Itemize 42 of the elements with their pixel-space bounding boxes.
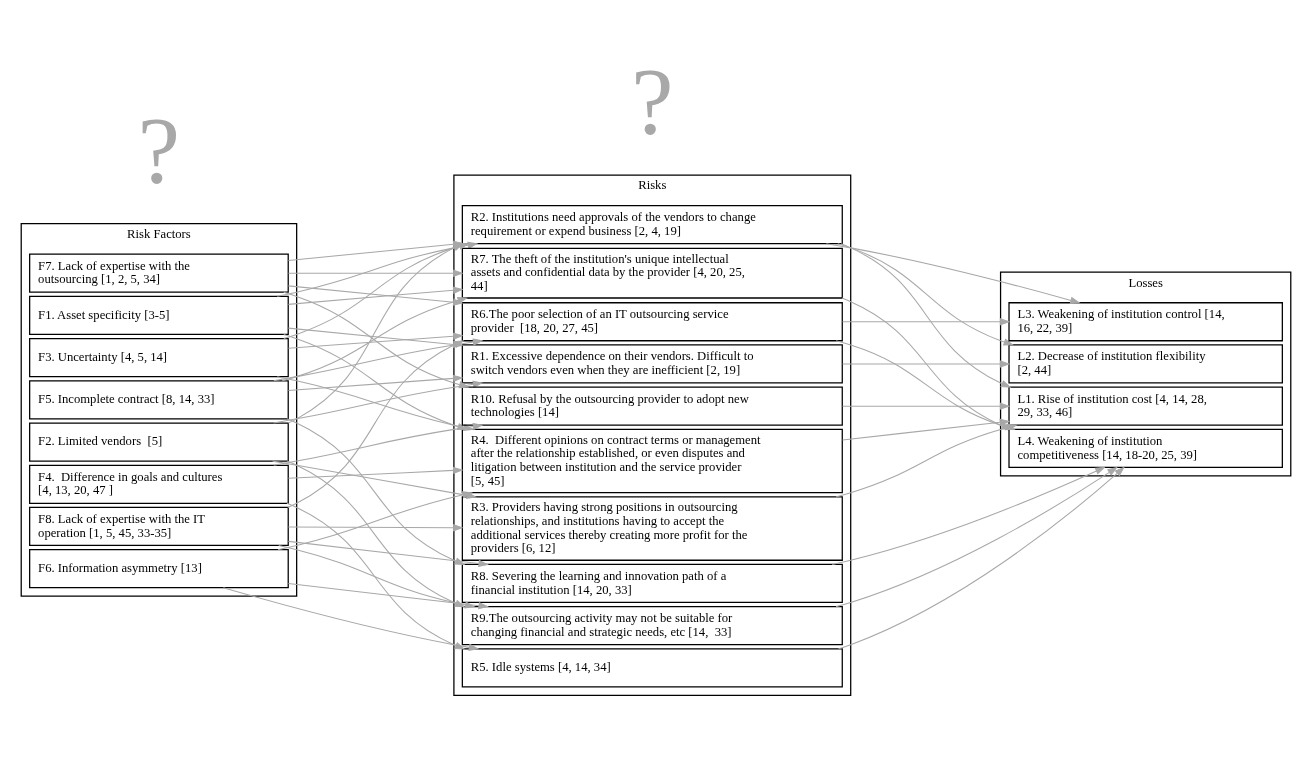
arrow [287, 269, 464, 277]
node-box: R9.The outsourcing activity may not be suitable for changing financial and strategic needs, etc [14, 33] [461, 606, 843, 646]
arrow [287, 466, 464, 479]
node-box: F8. Lack of expertise with the IT operation [1, 5, 45, 33-35] [29, 506, 289, 547]
node-box: F6. Information asymmetry [13] [29, 549, 289, 589]
node-box: R5. Idle systems [4, 14, 34] [461, 648, 843, 688]
arrow [825, 243, 1081, 304]
arrow [831, 466, 1106, 565]
node-box: L2. Decrease of institution flexibility [2, 44] [1008, 344, 1283, 384]
arrow [837, 466, 1125, 650]
node-box: L4. Weakening of institution competitiveness [14, 18-20, 25, 39] [1008, 428, 1283, 468]
arrow [842, 318, 1011, 326]
node-box: R6.The poor selection of an IT outsourcing service provider [18, 20, 27, 45] [461, 302, 843, 342]
node-box: R2. Institutions need approvals of the vendors to change requirement or expend business [2, 4, 19] [461, 205, 843, 245]
node-box: R7. The theft of the institution's unique intellectual assets and confidential data by the provider [4, 20, 25, 44] [461, 247, 843, 299]
node-box: R1. Excessive dependence on their vendors. Difficult to switch vendors even when they are inefficient [2, 19] [461, 344, 843, 384]
node-box: F4. Difference in goals and cultures [4, 13, 20, 47 ] [29, 464, 289, 504]
node-box: F5. Incomplete contract [8, 14, 33] [29, 380, 289, 420]
arrow [842, 402, 1011, 410]
node-box: F1. Asset specificity [3-5] [29, 295, 289, 336]
arrow [287, 374, 464, 391]
node-box: R4. Different opinions on contract terms or management after the relationship established, or even disputes and litigation between institution and the service provider [5, 45] [461, 428, 843, 494]
arrow [835, 466, 1118, 608]
node-box: R8. Severing the learning and innovation path of a financial institution [14, 20, 33] [461, 563, 843, 604]
arrow [273, 380, 484, 424]
node-box: R3. Providers having strong positions in outsourcing relationships, and institutions having to accept the additional services thereby creating more profit for the providers [6, 12] [461, 496, 843, 561]
label: ? [137, 97, 181, 204]
node-box: F7. Lack of expertise with the outsourcing [1, 2, 5, 34] [29, 253, 289, 293]
arrow [287, 540, 489, 568]
node-box: R10. Refusal by the outsourcing provider to adopt new technologies [14] [461, 386, 843, 426]
node-box: L1. Rise of institution cost [4, 14, 28, 29, 33, 46] [1008, 386, 1283, 426]
arrow [840, 243, 1012, 388]
arrow [287, 524, 464, 532]
arrow [842, 360, 1011, 368]
arrow [841, 297, 1012, 430]
arrow [277, 491, 473, 551]
label: ? [631, 49, 674, 156]
node-box: F3. Uncertainty [4, 5, 14] [29, 338, 289, 378]
arrow [837, 243, 1015, 346]
node-box: F2. Limited vendors [5] [29, 422, 289, 462]
arrow [842, 418, 1011, 441]
node-box: L3. Weakening of institution control [14, 16, 22, 39] [1008, 302, 1283, 342]
